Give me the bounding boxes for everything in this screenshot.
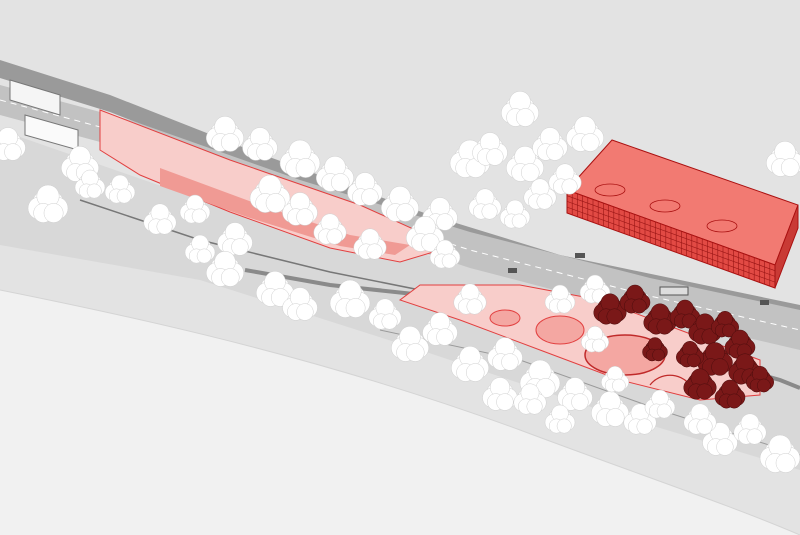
tree-dark — [746, 366, 774, 393]
tree-white — [353, 228, 387, 260]
car — [575, 253, 585, 258]
tree-white — [282, 192, 318, 226]
small-plaza-circle — [489, 309, 521, 327]
tree-dark — [683, 368, 717, 400]
court-marking-3 — [706, 219, 738, 233]
tree-white — [206, 116, 244, 152]
tree-white — [104, 174, 136, 204]
tree-dark — [711, 311, 739, 338]
tree-white — [683, 403, 717, 435]
court-marking-2 — [649, 199, 681, 213]
tree-white — [766, 141, 800, 177]
tree-white — [523, 178, 557, 210]
facade-transom — [566, 195, 776, 271]
tree-white — [487, 337, 523, 371]
retaining-wall — [79, 199, 471, 301]
tree-white — [501, 91, 539, 127]
tree-white — [422, 197, 458, 231]
tree-white — [451, 346, 489, 382]
tree-white — [316, 156, 354, 192]
tree-dark — [724, 329, 756, 359]
tree-white — [557, 377, 593, 411]
tree-white — [143, 203, 177, 235]
proposed-trees — [593, 284, 774, 409]
tree-white — [406, 216, 444, 252]
tree-white — [482, 377, 518, 411]
tree-white — [368, 298, 402, 330]
tree-dark — [642, 337, 668, 362]
tree-white — [506, 146, 544, 182]
tree-white — [472, 132, 508, 166]
tree-dark — [593, 293, 627, 325]
tree-white — [391, 326, 429, 362]
tree-white — [623, 403, 657, 435]
existing-trees — [0, 91, 800, 473]
bus — [659, 286, 689, 296]
tree-white — [581, 326, 609, 353]
tree-white — [544, 284, 576, 314]
tree-white — [27, 184, 69, 223]
car — [508, 268, 517, 273]
tree-white — [282, 287, 318, 321]
tree-white — [644, 389, 676, 419]
court-marking-1 — [594, 183, 626, 197]
facade-transom — [566, 201, 776, 277]
tree-dark — [643, 303, 677, 335]
tree-white — [601, 366, 629, 393]
tree-white — [733, 413, 767, 445]
tree-white — [206, 251, 244, 287]
tree-white — [702, 422, 738, 456]
tree-white — [513, 383, 547, 415]
tree-dark — [619, 284, 651, 314]
tree-white — [74, 169, 106, 199]
slope-edge-line — [0, 289, 800, 535]
tree-white — [249, 174, 291, 213]
tree-white — [548, 163, 582, 195]
tree-dark — [697, 342, 733, 376]
tree-white — [217, 222, 253, 256]
tree-white — [179, 194, 211, 224]
tree-white — [242, 127, 278, 161]
tree-white — [591, 391, 629, 427]
tree-dark — [676, 341, 704, 368]
tree-white — [329, 279, 371, 318]
tree-white — [381, 186, 419, 222]
tree-white — [453, 283, 487, 315]
tree-white — [279, 139, 321, 178]
tree-white — [468, 188, 502, 220]
station-roof — [9, 79, 61, 116]
tree-white — [0, 127, 26, 161]
tree-white — [347, 172, 383, 206]
sports-hall-building — [566, 139, 799, 289]
tree-white — [532, 127, 568, 161]
tree-white — [499, 199, 531, 229]
tree-white — [422, 312, 458, 346]
play-area-circle — [535, 315, 585, 345]
facade-transom — [566, 206, 776, 283]
tree-white — [184, 234, 216, 264]
tree-dark — [714, 379, 746, 409]
lower-slope — [0, 290, 800, 535]
tree-white — [544, 404, 576, 434]
vehicles — [508, 253, 769, 305]
tree-dark — [688, 313, 722, 345]
tree-white — [429, 239, 461, 269]
tree-white — [313, 213, 347, 245]
tree-white — [256, 271, 294, 307]
tree-white — [566, 116, 604, 152]
tree-white — [759, 434, 800, 473]
car — [760, 300, 769, 305]
